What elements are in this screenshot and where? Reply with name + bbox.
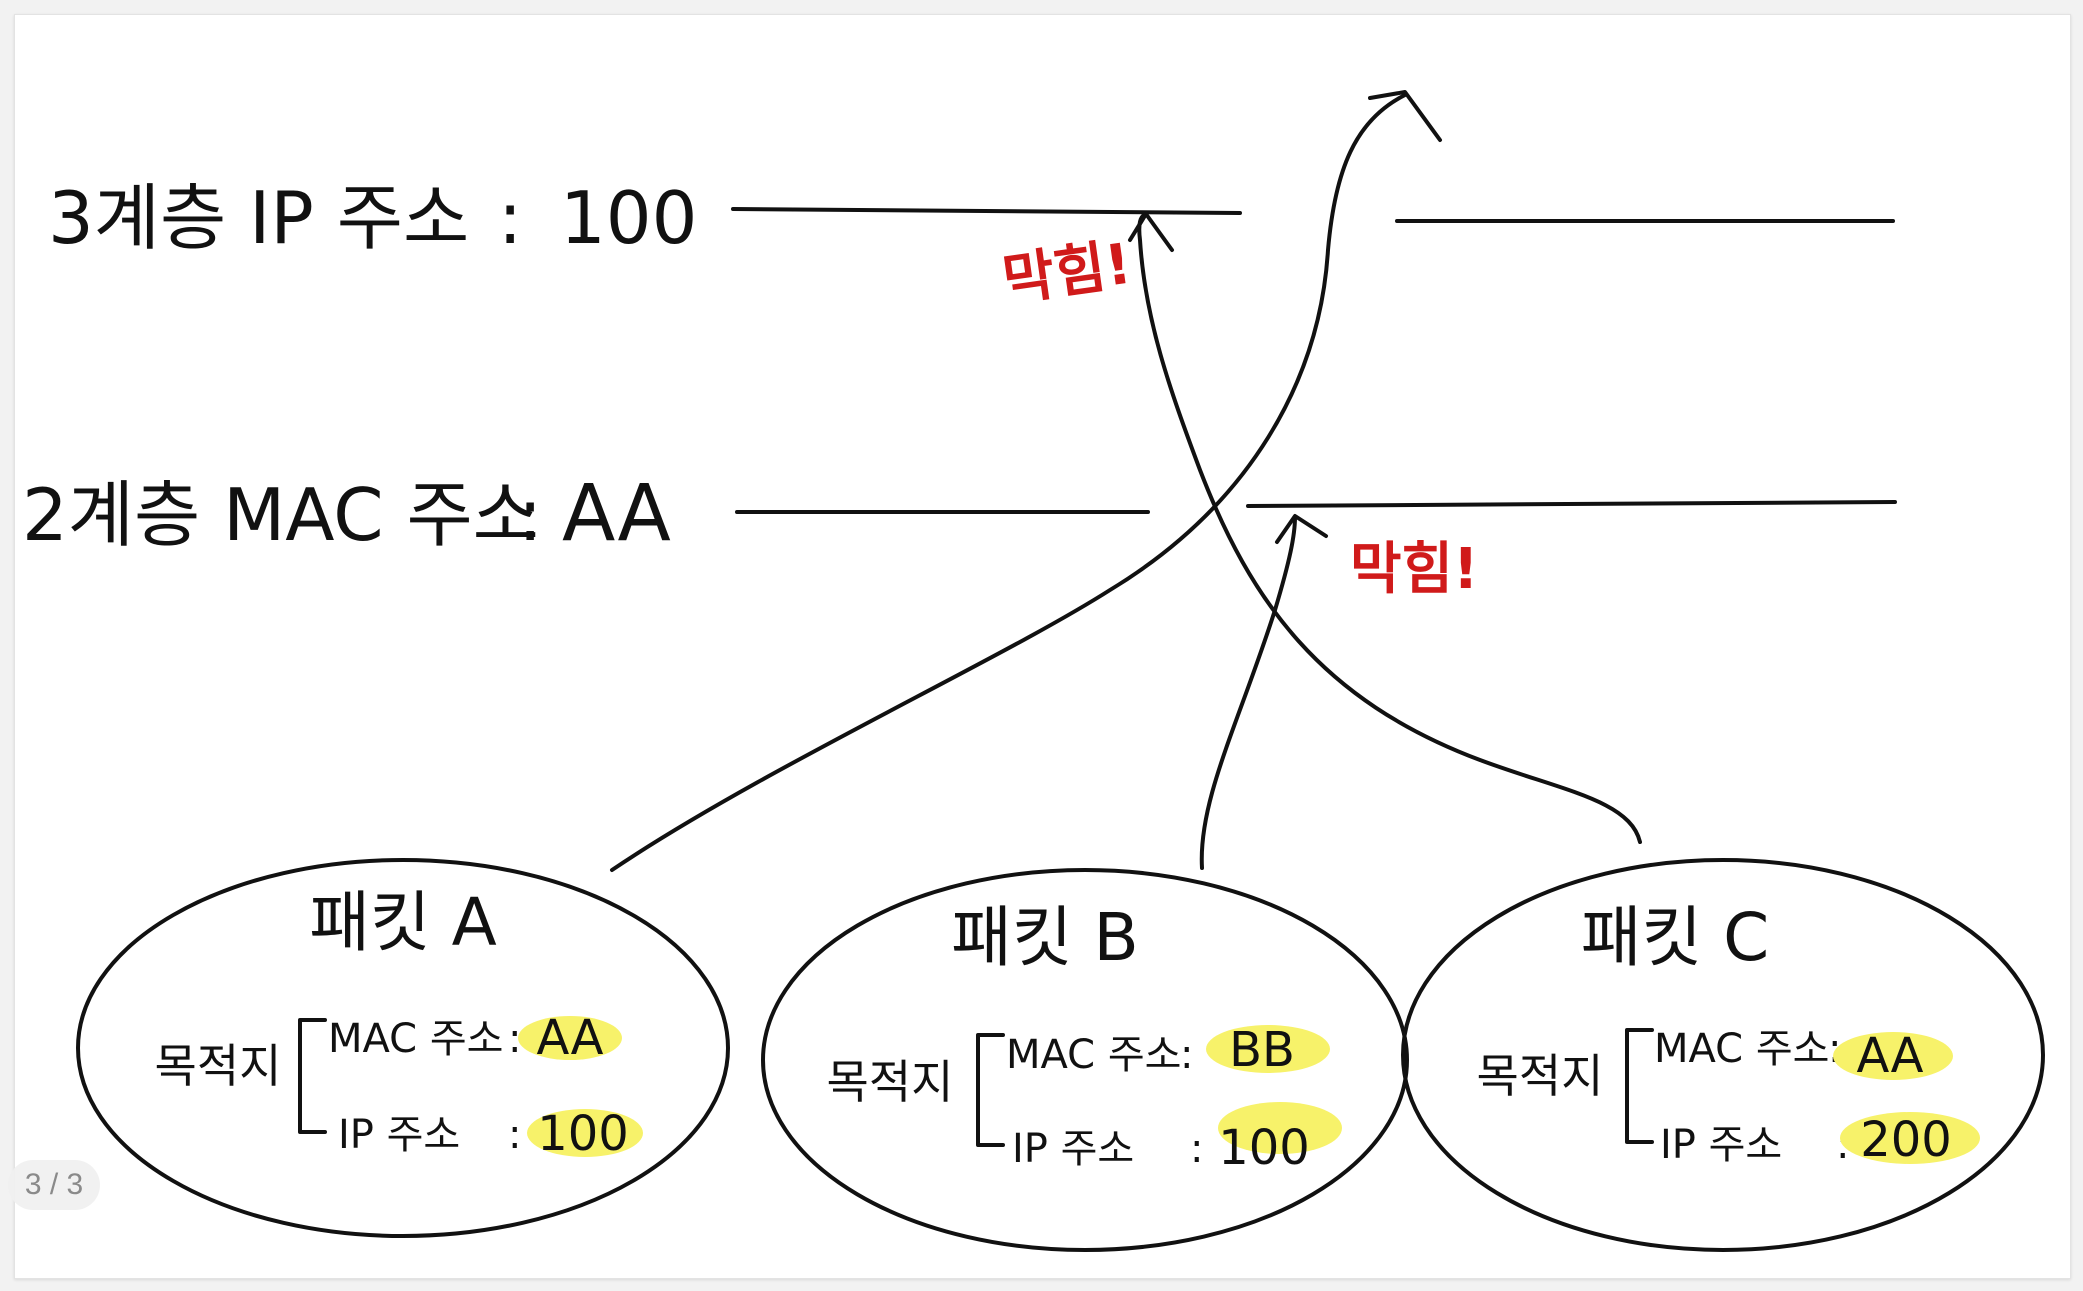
packet-a-mac-label: MAC 주소	[328, 1016, 503, 1062]
packet-c-ip-highlight	[1840, 1112, 1980, 1164]
packet-b-bracket	[976, 1033, 1005, 1147]
packet-b-ellipse	[761, 868, 1409, 1252]
packet-c-ellipse	[1401, 858, 2045, 1252]
packet-a-mac-highlight	[518, 1016, 622, 1060]
layer3-blocked-label: 막힘!	[999, 232, 1135, 314]
packet-b-ip-value: 100	[1218, 1120, 1310, 1176]
layer2-separator: :	[518, 473, 542, 557]
layer3-value: 100	[560, 176, 697, 260]
packet-a-ip-separator: :	[508, 1112, 521, 1158]
layer2-barrier-right	[1246, 500, 1897, 508]
packet-a-arrowhead	[1368, 90, 1442, 142]
packet-b-mac-separator: :	[1180, 1032, 1193, 1078]
packet-a-bracket	[298, 1018, 327, 1134]
packet-a-dest-label: 목적지	[155, 1039, 282, 1093]
page-indicator: 3 / 3	[8, 1160, 100, 1210]
packet-a-mac-separator: :	[508, 1016, 521, 1062]
layer3-barrier-left	[731, 207, 1242, 215]
packet-a-ip-value: 100	[537, 1106, 629, 1162]
packet-b-ip-separator: :	[1190, 1126, 1203, 1172]
packet-b-arrowhead	[1275, 514, 1328, 544]
packet-b-path	[1199, 515, 1297, 870]
layer2-blocked-label: 막힘!	[1350, 537, 1479, 602]
packet-a-title: 패킷 A	[309, 884, 497, 961]
packet-c-title: 패킷 C	[1581, 899, 1770, 976]
packet-b-ip-label: IP 주소	[1012, 1126, 1134, 1172]
packet-b: 패킷 B 목적지 MAC 주소 : BB IP 주소 : 100	[761, 868, 1409, 1252]
packet-a-ip-highlight	[527, 1109, 643, 1157]
layer2-label: 2계층 MAC 주소	[22, 473, 539, 557]
packet-b-title: 패킷 B	[951, 899, 1139, 976]
packet-c-path	[1137, 212, 1642, 844]
packet-c-ip-label: IP 주소	[1660, 1122, 1782, 1168]
packet-b-mac-highlight	[1206, 1025, 1330, 1073]
packet-a-path	[610, 93, 1407, 872]
packet-a-mac-value: AA	[536, 1010, 603, 1066]
packet-a: 패킷 A 목적지 MAC 주소 : AA IP 주소 : 100	[76, 858, 730, 1238]
packet-c-bracket	[1625, 1028, 1654, 1144]
layer3-separator: :	[498, 176, 522, 260]
packet-c-mac-label: MAC 주소	[1654, 1026, 1829, 1072]
packet-b-dest-label: 목적지	[827, 1055, 954, 1109]
packet-c-arrowhead	[1128, 212, 1174, 252]
packet-c-mac-value: AA	[1856, 1028, 1923, 1084]
packet-b-mac-value: BB	[1229, 1022, 1295, 1078]
packet-c-mac-highlight	[1833, 1032, 1953, 1080]
packet-c-ip-value: 200	[1860, 1112, 1952, 1168]
drawing-sheet	[14, 14, 2071, 1279]
packet-b-ip-highlight	[1218, 1102, 1342, 1154]
packet-c: 패킷 C 목적지 MAC 주소 : AA IP 주소 : 200	[1401, 858, 2045, 1252]
packet-b-mac-label: MAC 주소	[1006, 1032, 1181, 1078]
packet-c-dest-label: 목적지	[1477, 1049, 1604, 1103]
layer3-label: 3계층 IP 주소	[48, 176, 469, 260]
packet-a-ip-label: IP 주소	[338, 1112, 460, 1158]
layer2-value: AA	[562, 469, 671, 559]
packet-a-ellipse	[76, 858, 730, 1238]
